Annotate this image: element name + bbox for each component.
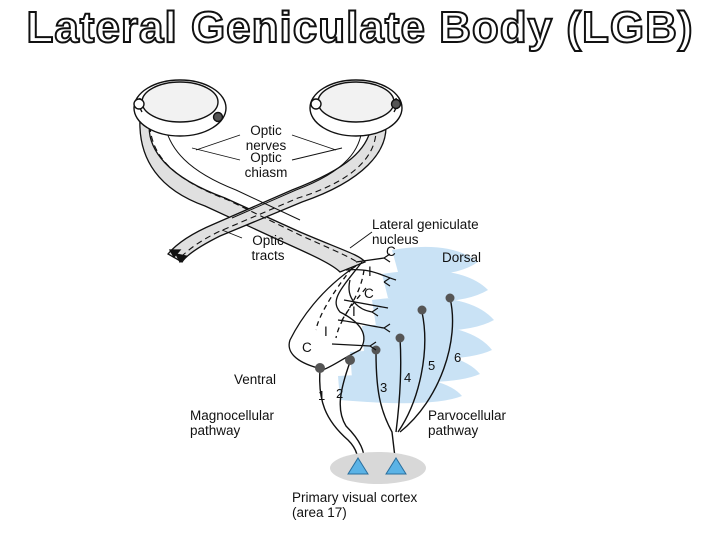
pyramidal-cell-icon	[347, 457, 369, 475]
label-optic-tracts-1: Optic	[252, 233, 284, 248]
layer-number: 1	[318, 388, 325, 403]
soma-layer-6	[445, 293, 455, 303]
eye-letter: I	[324, 324, 328, 339]
soma-layer-5	[417, 305, 427, 315]
label-cortex-2: (area 17)	[292, 505, 347, 520]
label-optic-nerves-1: Optic	[250, 123, 282, 138]
layer-number: 6	[454, 350, 461, 365]
layer-number: 2	[336, 386, 343, 401]
label-leaders	[191, 134, 373, 249]
label-magno-1: Magnocellular	[190, 408, 275, 423]
layer-number: 5	[428, 358, 435, 373]
lgn-fibers	[288, 257, 397, 371]
eye-letter: C	[302, 340, 312, 355]
label-parvo-1: Parvocellular	[428, 408, 507, 423]
layer-number: 4	[404, 370, 411, 385]
slide-title: Lateral Geniculate Body (LGB)	[25, 2, 694, 53]
eye-letter: C	[364, 286, 374, 301]
right-crossing-bundle	[139, 117, 367, 273]
label-dorsal: Dorsal	[442, 250, 481, 265]
label-parvo-2: pathway	[428, 423, 479, 438]
left-eye	[133, 79, 227, 137]
eye-letter: C	[386, 244, 396, 259]
eye-letter: I	[368, 264, 372, 279]
left-crossing-bundle	[167, 117, 387, 263]
soma-layer-1	[315, 363, 325, 373]
label-magno-2: pathway	[190, 423, 241, 438]
primary-visual-cortex	[330, 452, 426, 484]
label-cortex-1: Primary visual cortex	[292, 490, 418, 505]
arrow-icon	[168, 249, 182, 259]
right-eye	[309, 79, 403, 137]
eye-letter: I	[352, 304, 356, 319]
layer-number: 3	[380, 380, 387, 395]
label-ventral: Ventral	[234, 372, 276, 387]
synapse-ticks	[369, 253, 391, 351]
label-lgn-1: Lateral geniculate	[372, 217, 479, 232]
soma-layer-4	[395, 333, 405, 343]
soma-layer-2	[345, 355, 355, 365]
label-optic-tracts-2: tracts	[251, 248, 284, 263]
label-optic-chiasm-1: Optic	[250, 150, 282, 165]
pyramidal-cell-icon	[385, 457, 407, 475]
neuron-somas	[315, 293, 455, 373]
label-optic-chiasm-2: chiasm	[245, 165, 288, 180]
label-lgn-2: nucleus	[372, 232, 419, 247]
label-optic-nerves-2: nerves	[246, 138, 287, 153]
arrow-icon	[174, 253, 188, 264]
